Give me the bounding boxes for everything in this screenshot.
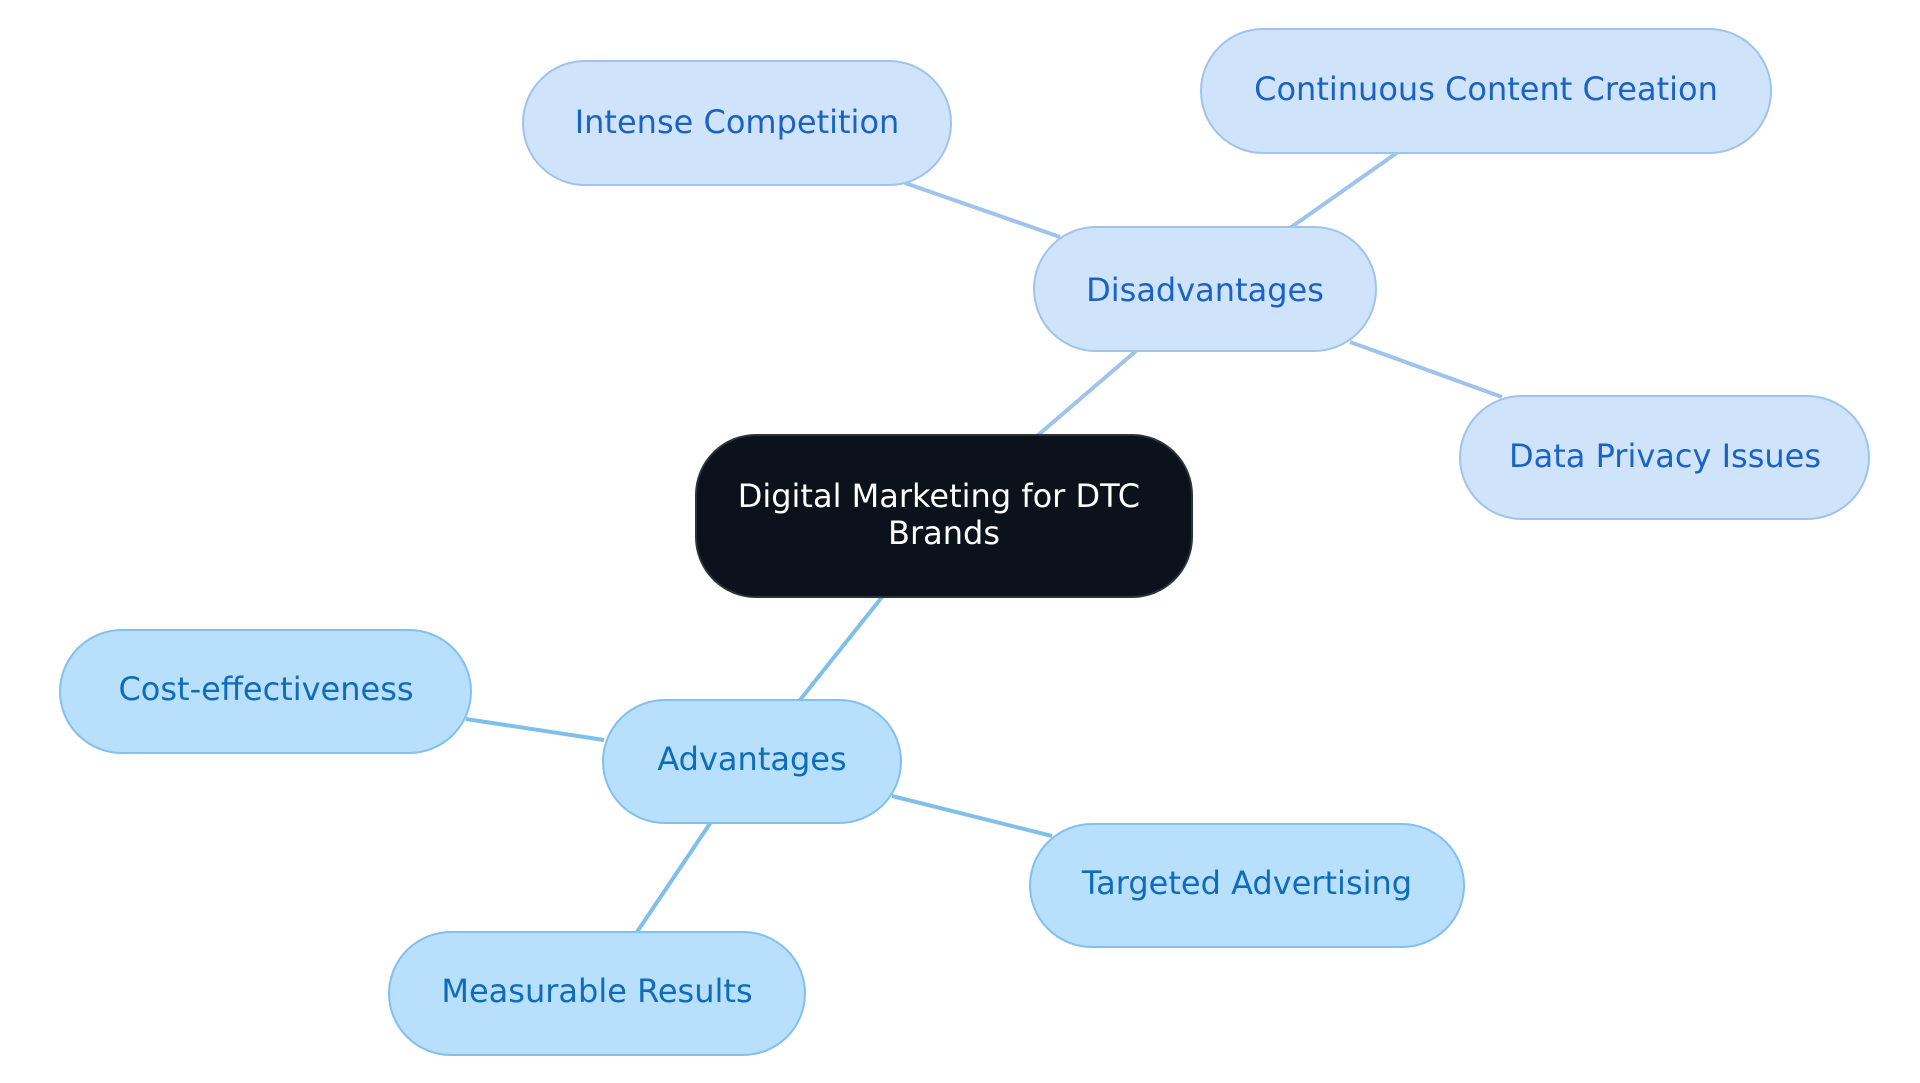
branch-node-disadvantages[interactable]: Disadvantages [1033,226,1377,352]
edge-advantages-targeted-advertising [891,794,1053,838]
leaf-node-data-privacy-issues-label: Data Privacy Issues [1509,437,1821,475]
leaf-node-continuous-content-creation[interactable]: Continuous Content Creation [1200,28,1772,154]
branch-node-disadvantages-label: Disadvantages [1086,271,1324,309]
leaf-node-intense-competition[interactable]: Intense Competition [522,60,952,186]
branch-node-advantages-box [602,699,902,824]
root-node-label: Digital Marketing for DTC Brands [738,477,1151,552]
leaf-node-targeted-advertising-box [1029,823,1465,948]
leaf-node-data-privacy-issues-box [1459,395,1870,520]
leaf-node-continuous-content-creation-box [1200,28,1772,154]
edges-layer [465,150,1503,934]
leaf-node-measurable-results[interactable]: Measurable Results [388,931,806,1056]
edge-disadvantages-data-privacy-issues [1349,340,1503,399]
edge-advantages-measurable-results [635,820,713,934]
leaf-node-cost-effectiveness[interactable]: Cost-effectiveness [59,629,472,754]
edge-root-advantages [798,595,884,702]
leaf-node-measurable-results-label: Measurable Results [441,972,752,1010]
root-node-label-line-1: Digital Marketing for DTC [738,477,1140,515]
leaf-node-targeted-advertising-label: Targeted Advertising [1081,864,1412,902]
root-node-label-line-2: Brands [888,514,1000,552]
root-node-box [695,434,1193,598]
edge-root-disadvantages [1035,349,1138,438]
leaf-node-measurable-results-box [388,931,806,1056]
root-node[interactable]: Digital Marketing for DTC Brands [695,434,1193,598]
edge-disadvantages-continuous-content-creation [1288,150,1400,230]
edge-advantages-cost-effectiveness [465,717,605,742]
branch-node-advantages-label: Advantages [657,740,846,778]
leaf-node-cost-effectiveness-label: Cost-effectiveness [118,670,413,708]
leaf-node-cost-effectiveness-box [59,629,472,754]
leaf-node-targeted-advertising[interactable]: Targeted Advertising [1029,823,1465,948]
leaf-node-continuous-content-creation-label: Continuous Content Creation [1254,70,1718,108]
nodes-layer: Digital Marketing for DTC Brands Disadva… [59,28,1870,1056]
branch-node-advantages[interactable]: Advantages [602,699,902,824]
edge-disadvantages-intense-competition [904,181,1061,239]
branch-node-disadvantages-box [1033,226,1377,352]
leaf-node-data-privacy-issues[interactable]: Data Privacy Issues [1459,395,1870,520]
leaf-node-intense-competition-label: Intense Competition [575,103,900,141]
leaf-node-intense-competition-box [522,60,952,186]
